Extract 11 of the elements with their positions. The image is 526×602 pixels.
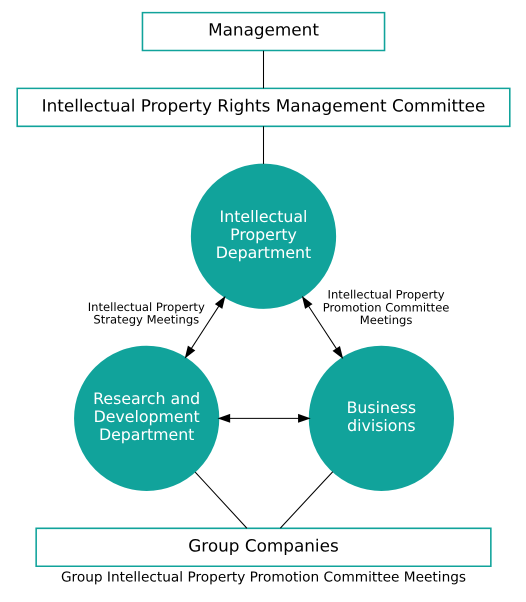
node-box: Group Companies — [34, 528, 492, 568]
arrow — [184, 296, 225, 359]
connector — [194, 472, 247, 529]
connector — [262, 50, 264, 88]
connector — [279, 471, 333, 528]
node-box: Management — [141, 12, 385, 52]
arrow — [217, 414, 310, 423]
connector — [262, 126, 264, 164]
caption: Group Intellectual Property Promotion Committee Meetings — [60, 569, 466, 586]
arrow — [301, 296, 343, 359]
node-box: Intellectual Property Rights Management Committee — [16, 88, 510, 128]
